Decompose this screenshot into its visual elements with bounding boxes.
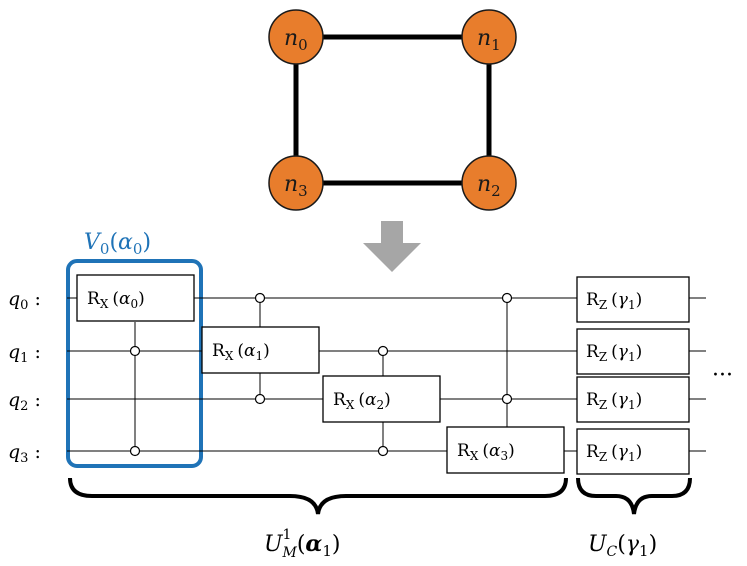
cost-label: UC(γ1) <box>588 532 657 560</box>
svg-text:n2: n2 <box>477 172 501 200</box>
control-dot <box>501 292 513 304</box>
svg-text:n0: n0 <box>284 26 308 54</box>
node-main: n <box>284 172 298 197</box>
graph: n0 n1 n2 n3 <box>268 9 517 211</box>
rz-gate-1: RZ(γ1) <box>576 328 690 375</box>
control-dot <box>254 292 266 304</box>
cost-gates: RZ(γ1) RZ(γ1) RZ(γ1) RZ(γ1) <box>576 276 690 475</box>
svg-text:n3: n3 <box>284 172 308 200</box>
svg-text:RX(α1): RX(α1) <box>212 341 270 363</box>
rx-gate-1: RX(α1) <box>201 326 320 374</box>
rz-gate-0: RZ(γ1) <box>576 276 690 323</box>
graph-node-n2: n2 <box>461 155 517 211</box>
node-sub: 1 <box>491 36 501 54</box>
control-dot <box>501 393 513 405</box>
rz-gate-2: RZ(γ1) <box>576 376 690 423</box>
qubit-label-q1: q1: <box>8 341 41 366</box>
node-main: n <box>477 26 491 51</box>
svg-text:n1: n1 <box>477 26 501 54</box>
graph-node-n3: n3 <box>268 155 324 211</box>
control-dot <box>254 393 266 405</box>
svg-text:RZ(γ1): RZ(γ1) <box>586 342 642 364</box>
rx-gate-3: RX(α3) <box>446 426 565 474</box>
control-dot <box>377 445 389 457</box>
svg-text:RZ(γ1): RZ(γ1) <box>586 442 642 464</box>
svg-text:RX(α2): RX(α2) <box>333 390 391 412</box>
control-dot <box>129 345 141 357</box>
brace-cost <box>576 477 692 515</box>
rz-gate-3: RZ(γ1) <box>576 428 690 475</box>
control-dot <box>377 345 389 357</box>
rx-gate-0: RX(α0) <box>76 274 195 322</box>
node-sub: 3 <box>298 182 308 200</box>
controls <box>129 292 513 457</box>
svg-text:RX(α0): RX(α0) <box>87 289 145 311</box>
svg-text:RZ(γ1): RZ(γ1) <box>586 290 642 312</box>
qubit-label-q2: q2: <box>8 389 41 414</box>
brace-mixer <box>68 477 568 515</box>
node-sub: 2 <box>491 182 501 200</box>
control-dot <box>129 445 141 457</box>
down-arrow-icon <box>363 221 421 272</box>
qubit-label-q3: q3: <box>8 441 41 466</box>
highlight-label: V0(α0) <box>84 230 151 258</box>
graph-node-n1: n1 <box>461 9 517 65</box>
highlight-box <box>66 259 203 468</box>
qubit-label-q0: q0: <box>8 288 41 313</box>
mixer-gates: RX(α0) RX(α1) RX(α2) RX(α3) <box>76 274 565 474</box>
rx-gate-2: RX(α2) <box>322 375 441 423</box>
graph-node-n0: n0 <box>268 9 324 65</box>
svg-text:RX(α3): RX(α3) <box>457 441 515 463</box>
node-main: n <box>477 172 491 197</box>
node-main: n <box>284 26 298 51</box>
ellipsis: ··· <box>712 363 733 388</box>
svg-text:RZ(γ1): RZ(γ1) <box>586 390 642 412</box>
qubit-labels: q0: q1: q2: q3: <box>8 288 41 466</box>
node-sub: 0 <box>298 36 308 54</box>
